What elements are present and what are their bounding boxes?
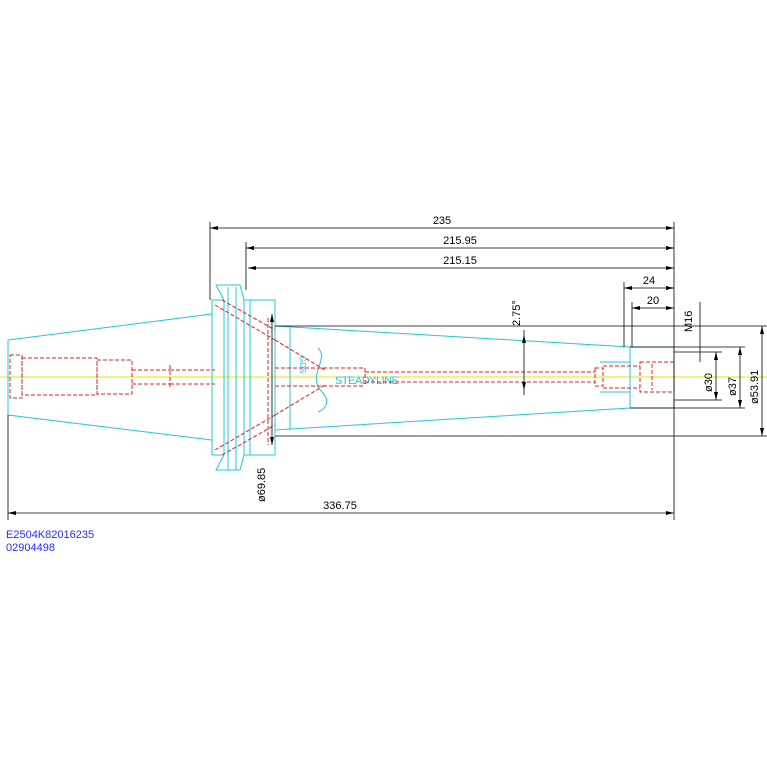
brand-text: STEADYLINE	[335, 375, 399, 387]
dim-24: 24	[643, 275, 655, 287]
hidden-lines	[9, 299, 675, 456]
drawing-area	[0, 218, 767, 548]
dimension-lines	[7, 222, 767, 520]
vertical-logo: GDS	[298, 356, 307, 373]
logo-swirl	[315, 347, 328, 413]
dim-336-75: 336.75	[323, 500, 357, 512]
holder-outline	[7, 284, 675, 471]
dia-69-85: ø69.85	[256, 468, 268, 502]
dia-53-91: ø53.91	[749, 370, 761, 404]
dim-235: 235	[433, 215, 451, 227]
article-code: E2504K82016235	[6, 529, 94, 541]
dim-215-15: 215.15	[443, 255, 477, 267]
thread-label: M16	[683, 311, 695, 332]
dim-215-95: 215.95	[443, 235, 477, 247]
dia-37: ø37	[727, 377, 739, 396]
dimension-arrows	[8, 226, 764, 515]
taper-angle: 2.75°	[511, 300, 523, 326]
dia-30: ø30	[703, 373, 715, 392]
dim-20: 20	[647, 295, 659, 307]
part-number: 02904498	[6, 542, 55, 554]
